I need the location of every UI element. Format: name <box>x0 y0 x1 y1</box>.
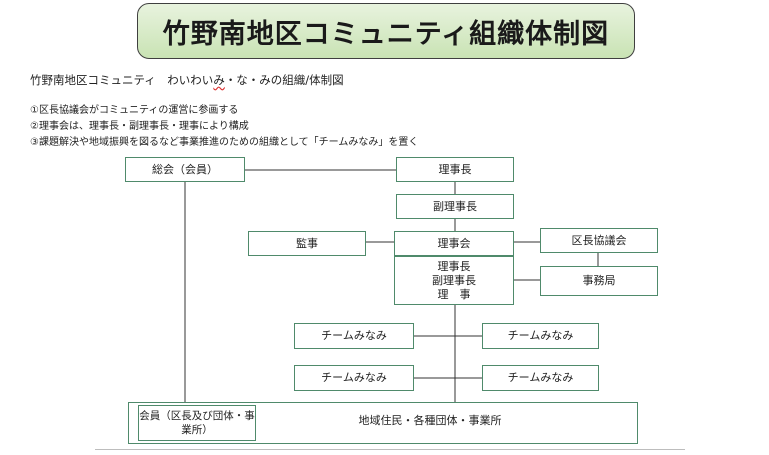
team-minami-box: チームみなみ <box>294 365 414 391</box>
note-item: ③課題解決や地域振興を図るなど事業推進のための組織として「チームみなみ」を置く <box>30 137 419 148</box>
subtitle: 竹野南地区コミュニティ わいわいみ・な・みの組織/体制図 <box>30 72 344 88</box>
board-box: 理事会 <box>394 231 514 256</box>
vice-chairman-box: 副理事長 <box>396 194 514 219</box>
subtitle-spellcheck-char: み <box>213 73 225 87</box>
bottom-rule <box>95 449 685 450</box>
board-members-box: 理事長 副理事長 理 事 <box>394 256 514 305</box>
board-member-vice: 副理事長 <box>432 273 476 287</box>
general-assembly-box: 総会（会員） <box>125 157 245 182</box>
auditor-box: 監事 <box>248 231 366 256</box>
subtitle-prefix: 竹野南地区コミュニティ わいわい <box>30 73 214 87</box>
diagram-title: 竹野南地区コミュニティ組織体制図 <box>137 3 635 59</box>
notes-list: ①区長協議会がコミュニティの運営に参画する ②理事会は、理事長・副理事長・理事に… <box>30 103 418 151</box>
chairman-box: 理事長 <box>396 157 514 182</box>
team-minami-box: チームみなみ <box>294 323 414 349</box>
board-member-director: 理 事 <box>437 287 471 301</box>
residents-label: 地域住民・各種団体・事業所 <box>358 414 502 427</box>
team-minami-box: チームみなみ <box>482 365 599 391</box>
members-box: 会員（区長及び団体・事業所） <box>138 405 256 441</box>
board-member-chairman: 理事長 <box>437 259 471 273</box>
note-item: ②理事会は、理事長・副理事長・理事により構成 <box>30 121 249 132</box>
subtitle-suffix: ・な・みの組織/体制図 <box>224 73 344 87</box>
ward-chiefs-council-box: 区長協議会 <box>540 228 658 253</box>
secretariat-box: 事務局 <box>540 266 658 296</box>
note-item: ①区長協議会がコミュニティの運営に参画する <box>30 105 239 116</box>
team-minami-box: チームみなみ <box>482 323 599 349</box>
